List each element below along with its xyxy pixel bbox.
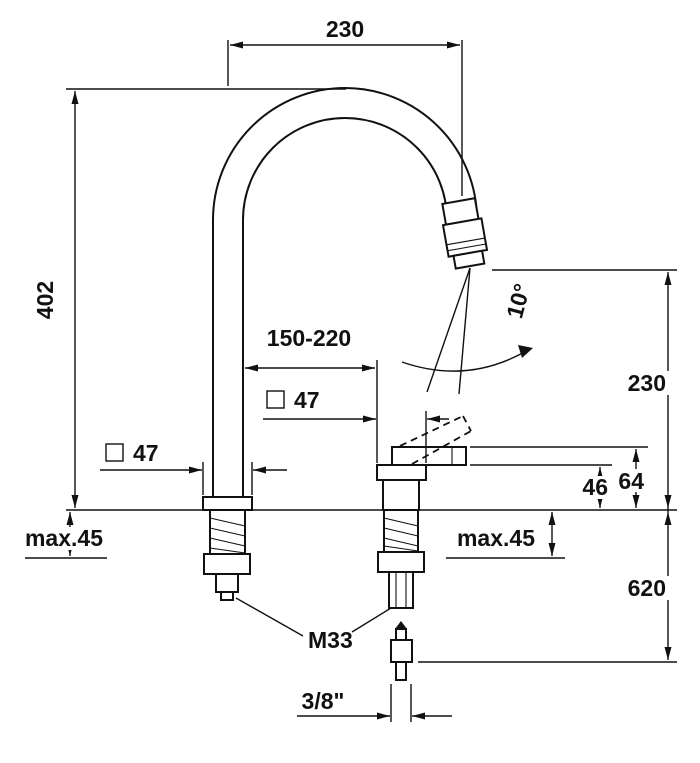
supply-connector — [390, 621, 413, 681]
dim-label-body-height: 46 — [582, 474, 608, 500]
dim-valve-square — [263, 411, 449, 463]
dim-label-valve-square: 47 — [294, 387, 320, 413]
spray-head — [441, 197, 489, 270]
thread-leader-lines — [235, 597, 392, 637]
faucet-mounting-shank — [203, 509, 251, 601]
dim-max-thickness-mid — [446, 512, 565, 559]
dim-label-angle: 10° — [501, 281, 535, 321]
dim-top-width — [227, 40, 463, 196]
dim-under-counter — [664, 512, 672, 660]
dim-label-max-mid: max.45 — [457, 525, 535, 551]
dim-spout-height — [71, 91, 79, 508]
dim-faucet-square — [100, 462, 287, 495]
dim-spray-angle — [401, 267, 533, 395]
valve-assembly — [376, 415, 472, 511]
dim-label-max-left: max.45 — [25, 525, 103, 551]
dim-label-faucet-square: 47 — [133, 440, 159, 466]
dim-label-under-counter: 620 — [628, 575, 666, 601]
dim-supply — [297, 684, 452, 722]
label-mounting-thread: M33 — [308, 627, 353, 653]
dim-label-outlet-height: 230 — [628, 370, 666, 396]
dim-label-supply: 3/8" — [302, 688, 345, 714]
square-section-icon — [105, 443, 124, 462]
dim-label-spout-height: 402 — [32, 281, 58, 319]
dim-outlet-height — [664, 272, 672, 660]
dim-label-top-width: 230 — [326, 16, 364, 42]
square-section-icon — [266, 390, 285, 409]
lever-raised-dashed — [399, 415, 472, 465]
valve-mounting-shank — [377, 509, 425, 609]
dim-label-lever-height: 64 — [618, 468, 644, 494]
dim-label-reach: 150-220 — [267, 325, 351, 351]
dim-reach — [245, 360, 378, 463]
